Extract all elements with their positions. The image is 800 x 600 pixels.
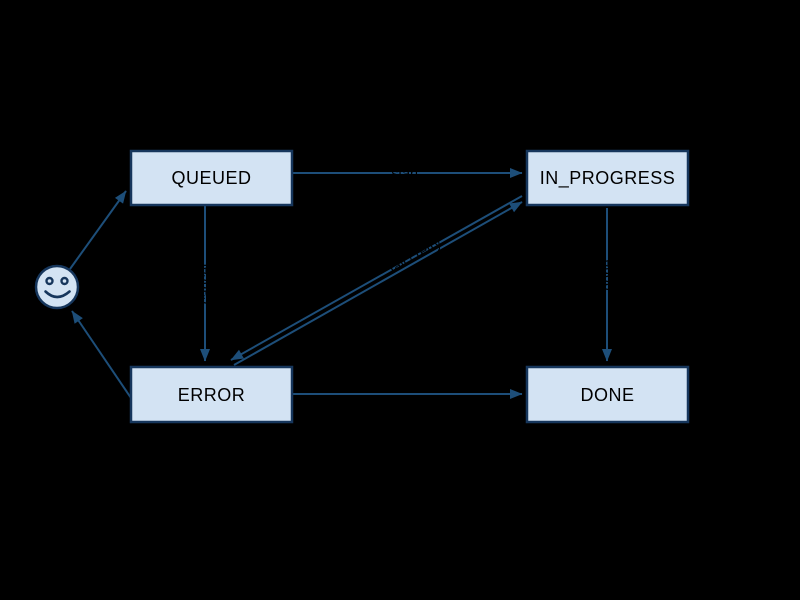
queued-label: QUEUED: [171, 168, 251, 188]
smiley-smile: [44, 290, 71, 299]
node-queued: QUEUED: [129, 149, 294, 207]
edge-label-queued-to-in-progress: start: [391, 165, 418, 181]
in-progress-label: IN_PROGRESS: [540, 168, 676, 189]
done-box: [525, 365, 690, 424]
edge-start-to-queued: [69, 190, 127, 270]
queued-box: [129, 149, 294, 207]
smiley-left-eye: [45, 276, 54, 286]
edge-in-progress-to-error: [230, 195, 523, 361]
edge-error-to-in-progress: [233, 201, 523, 366]
edge-label-in-progress-to-done: done: [599, 259, 615, 290]
edge-label-queued-to-error: cancel: [197, 264, 213, 304]
in-progress-box: [525, 149, 690, 207]
node-error: ERROR: [129, 365, 294, 424]
node-done: DONE: [525, 365, 690, 424]
edge-label-in-progress-error: fail / retry: [386, 234, 444, 276]
smiley-face-icon: [34, 264, 80, 310]
start-node: [34, 264, 80, 310]
error-label: ERROR: [178, 385, 246, 405]
error-box: [129, 365, 294, 424]
smiley-right-eye: [60, 276, 69, 286]
edge-error-to-start: [71, 310, 132, 399]
node-in-progress: IN_PROGRESS: [525, 149, 690, 207]
done-label: DONE: [580, 385, 634, 405]
edges: [69, 168, 612, 399]
